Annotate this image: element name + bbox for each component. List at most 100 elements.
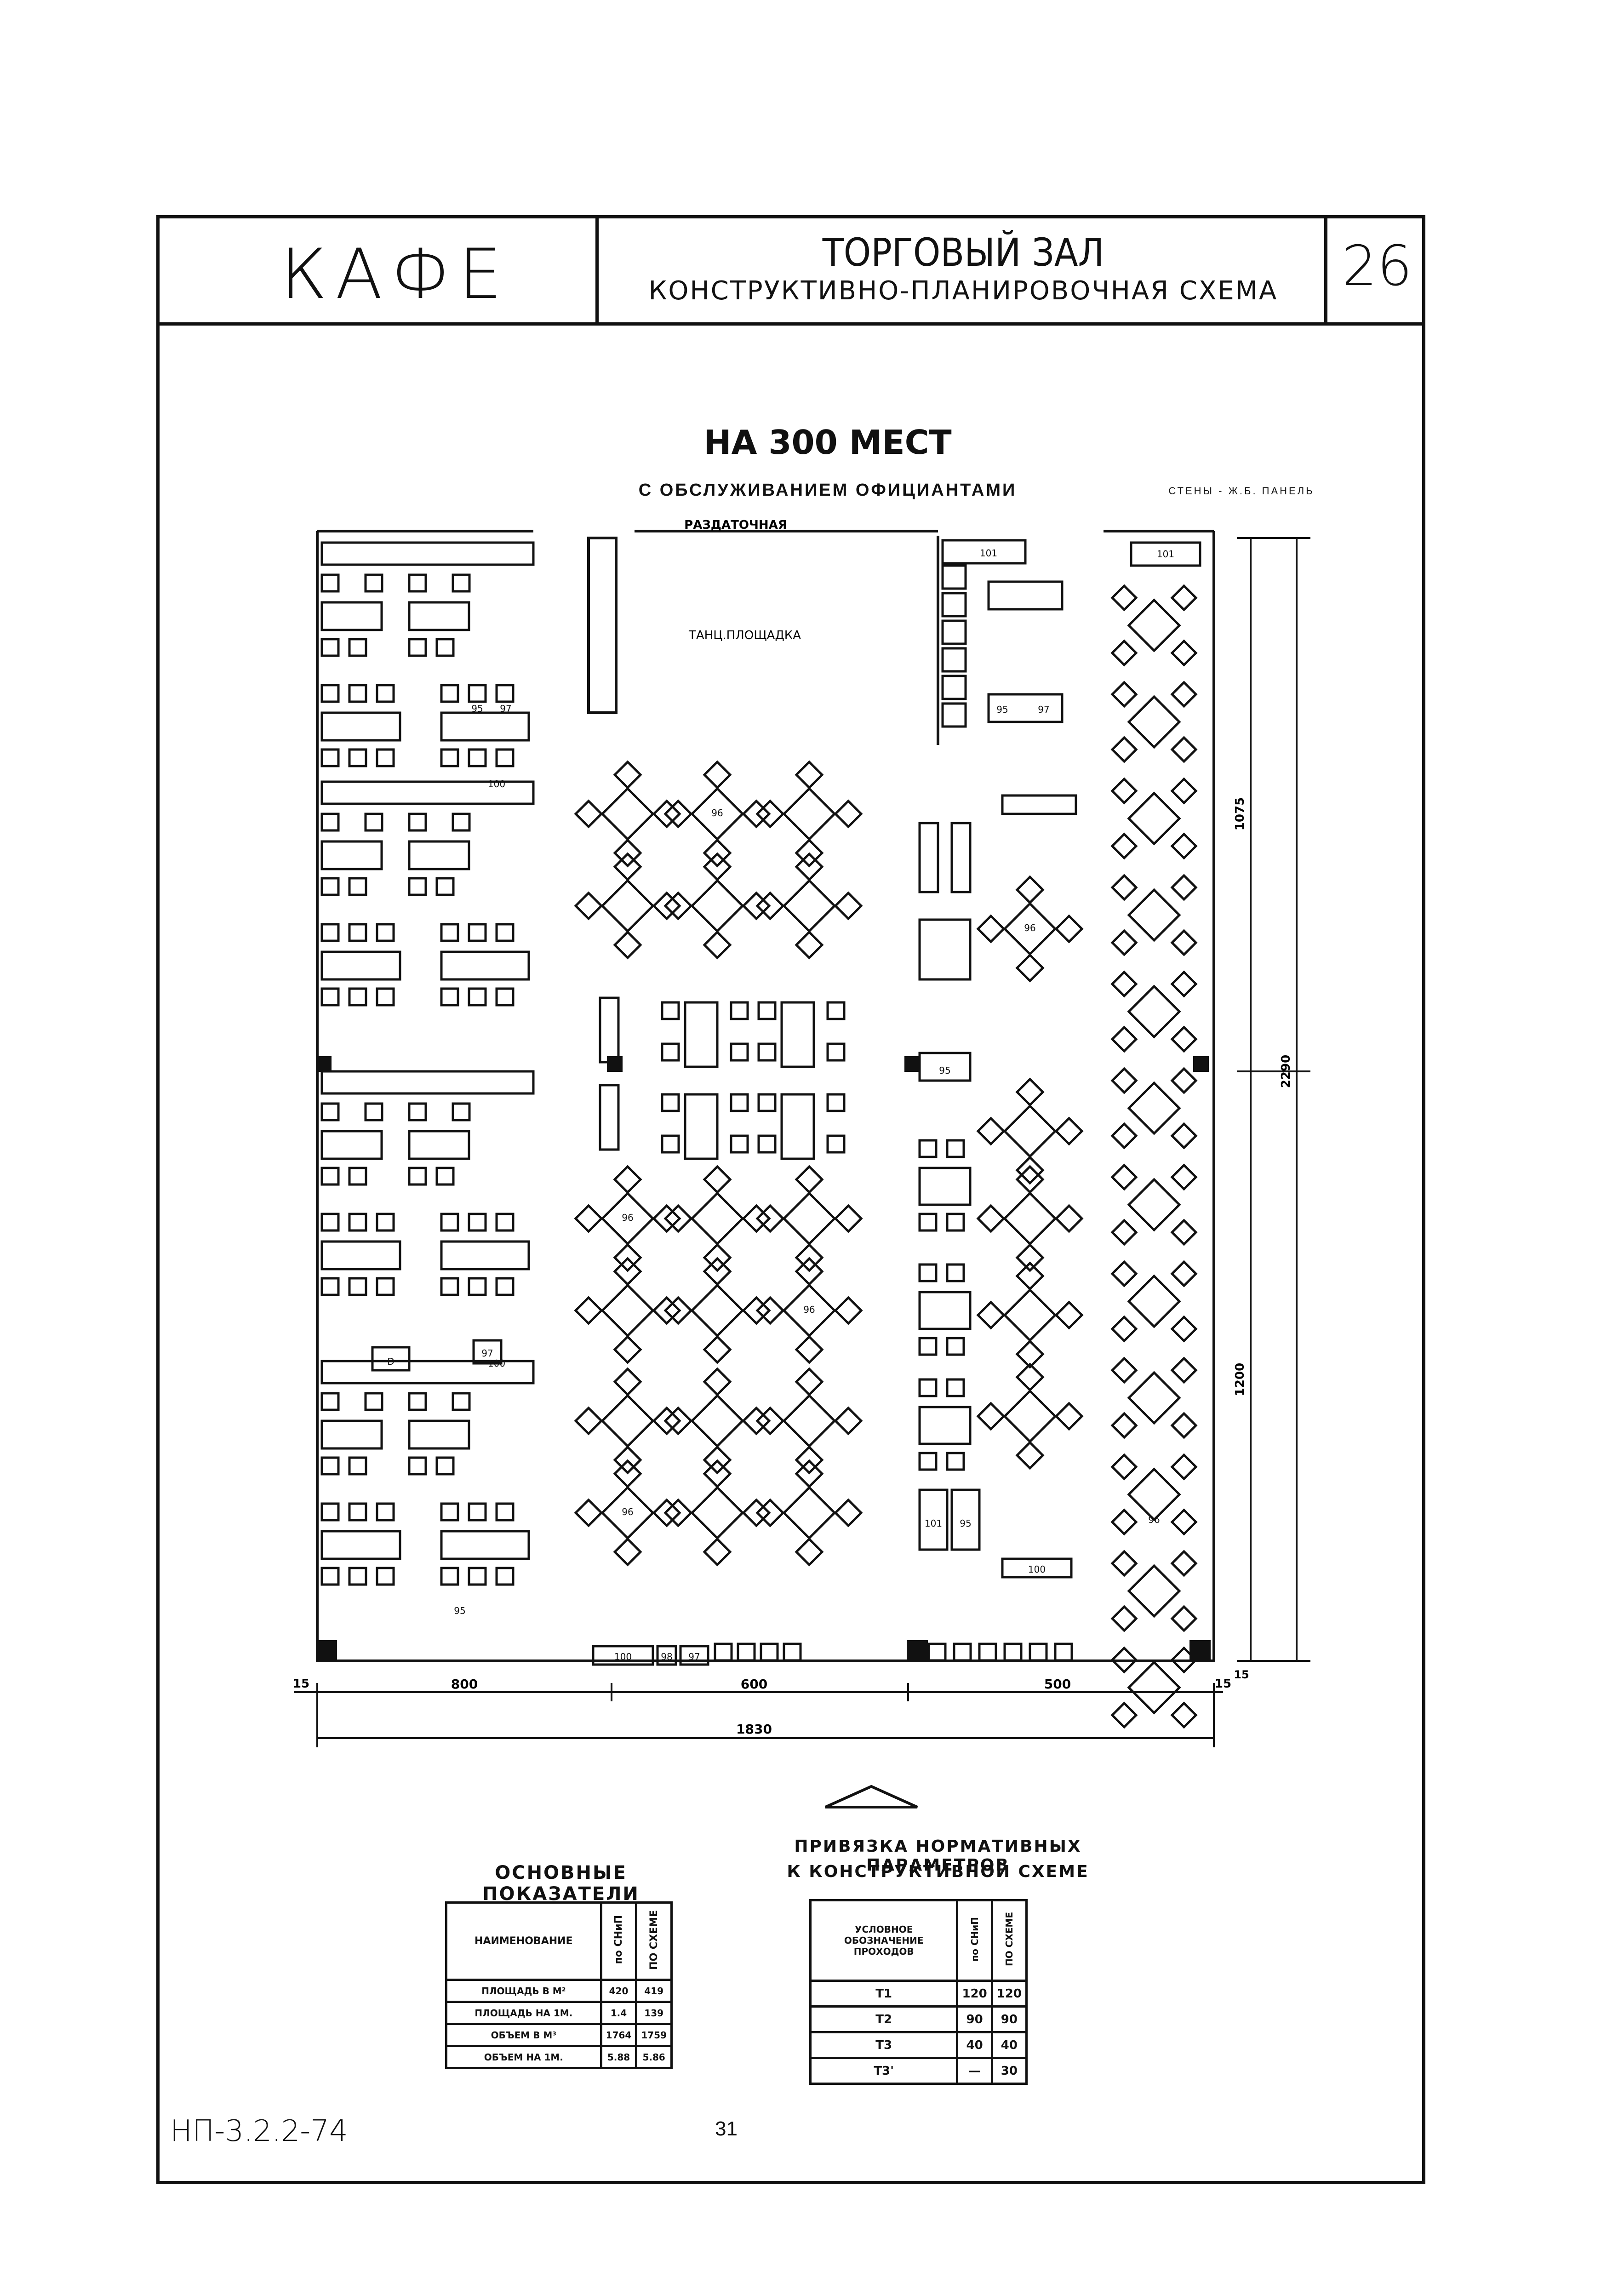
chair	[1029, 1642, 1048, 1662]
table-label: 96	[1148, 1514, 1160, 1525]
table	[1127, 1660, 1181, 1715]
chair	[1170, 1412, 1198, 1439]
table	[950, 822, 972, 893]
chair	[1170, 1067, 1198, 1094]
chair	[946, 1378, 965, 1397]
table-cell: 139	[635, 2001, 673, 2025]
chair	[946, 1263, 965, 1282]
chair	[435, 877, 455, 896]
chair	[703, 930, 732, 960]
chair	[757, 1093, 777, 1112]
chair	[652, 799, 681, 829]
partition	[599, 1084, 620, 1151]
table	[690, 1283, 744, 1338]
chair	[795, 760, 824, 790]
table-label: 95	[471, 703, 483, 714]
chair	[408, 638, 427, 657]
chair	[826, 1134, 846, 1154]
table-row: T1 120 120	[809, 1980, 1028, 2008]
table-label: 96	[1024, 922, 1035, 933]
chair	[364, 1392, 383, 1411]
chair	[737, 1642, 756, 1662]
dimension-label: 15	[293, 1677, 309, 1691]
table-label: 95	[454, 1605, 465, 1616]
chair	[742, 1204, 771, 1233]
chair	[663, 1406, 693, 1436]
chair	[320, 1102, 340, 1122]
table	[440, 711, 530, 742]
chair	[1110, 736, 1138, 763]
table-label: 97	[1038, 704, 1049, 715]
chair	[408, 1102, 427, 1122]
table	[600, 1394, 655, 1448]
chair	[574, 1498, 603, 1528]
chair	[976, 1204, 1006, 1233]
table-cell: 420	[600, 1979, 638, 2003]
title-block	[156, 215, 1425, 326]
counter	[1001, 1557, 1073, 1579]
chair	[440, 923, 459, 942]
table	[1003, 1104, 1057, 1158]
chair	[468, 987, 487, 1007]
chair	[574, 891, 603, 921]
chair	[1110, 1605, 1138, 1632]
chair	[1110, 639, 1138, 667]
chair	[834, 891, 863, 921]
chair	[320, 1502, 340, 1522]
table	[600, 879, 655, 933]
indicators-title: ОСНОВНЫЕ ПОКАЗАТЕЛИ	[482, 1862, 640, 1905]
chair	[468, 1502, 487, 1522]
table-label: 101	[1157, 549, 1174, 560]
table	[440, 950, 530, 981]
chair	[613, 1445, 642, 1475]
table-cell: 40	[990, 2031, 1028, 2059]
table	[1003, 1191, 1057, 1246]
passages-subtitle: К КОНСТРУКТИВНОЙ СХЕМЕ	[787, 1862, 1089, 1881]
chair	[946, 1139, 965, 1158]
chair	[574, 1204, 603, 1233]
chair	[468, 684, 487, 703]
table-cell: 1764	[600, 2023, 638, 2047]
chair	[452, 1102, 471, 1122]
chair	[757, 1134, 777, 1154]
chair	[495, 923, 515, 942]
chair	[452, 1392, 471, 1411]
chair	[1170, 777, 1198, 805]
cabinet	[941, 619, 967, 645]
chair	[730, 1134, 749, 1154]
chair	[1015, 1077, 1045, 1107]
chair	[730, 1042, 749, 1062]
chair	[1054, 1300, 1084, 1330]
table	[690, 879, 744, 933]
chair	[730, 1093, 749, 1112]
chair	[495, 1567, 515, 1586]
table-label: 100	[614, 1651, 632, 1662]
chair	[468, 1567, 487, 1586]
table	[690, 1191, 744, 1246]
chair	[1110, 1025, 1138, 1053]
chair	[1170, 1646, 1198, 1674]
counter-seating	[1130, 541, 1201, 567]
chair	[1015, 1441, 1045, 1470]
dimension-label: 1200	[1233, 1363, 1247, 1396]
chair	[495, 1277, 515, 1296]
table-label: 101	[925, 1518, 942, 1529]
dimension-label: 1075	[1233, 797, 1247, 830]
chair	[1110, 1646, 1138, 1674]
chair	[1170, 1315, 1198, 1343]
table	[1127, 1081, 1181, 1135]
table-label: D	[387, 1356, 394, 1367]
chair	[468, 748, 487, 767]
cabinet	[941, 592, 967, 618]
page-number: 26	[1342, 235, 1412, 298]
chair	[320, 1456, 340, 1476]
chair	[408, 1167, 427, 1186]
table-label: 97	[481, 1348, 493, 1359]
chair	[613, 1335, 642, 1364]
table	[1127, 888, 1181, 942]
table-cell: 120	[990, 1980, 1028, 2008]
chair	[755, 1498, 785, 1528]
chair	[613, 1459, 642, 1488]
table-header: НАИМЕНОВАНИЕ	[445, 1901, 602, 1981]
